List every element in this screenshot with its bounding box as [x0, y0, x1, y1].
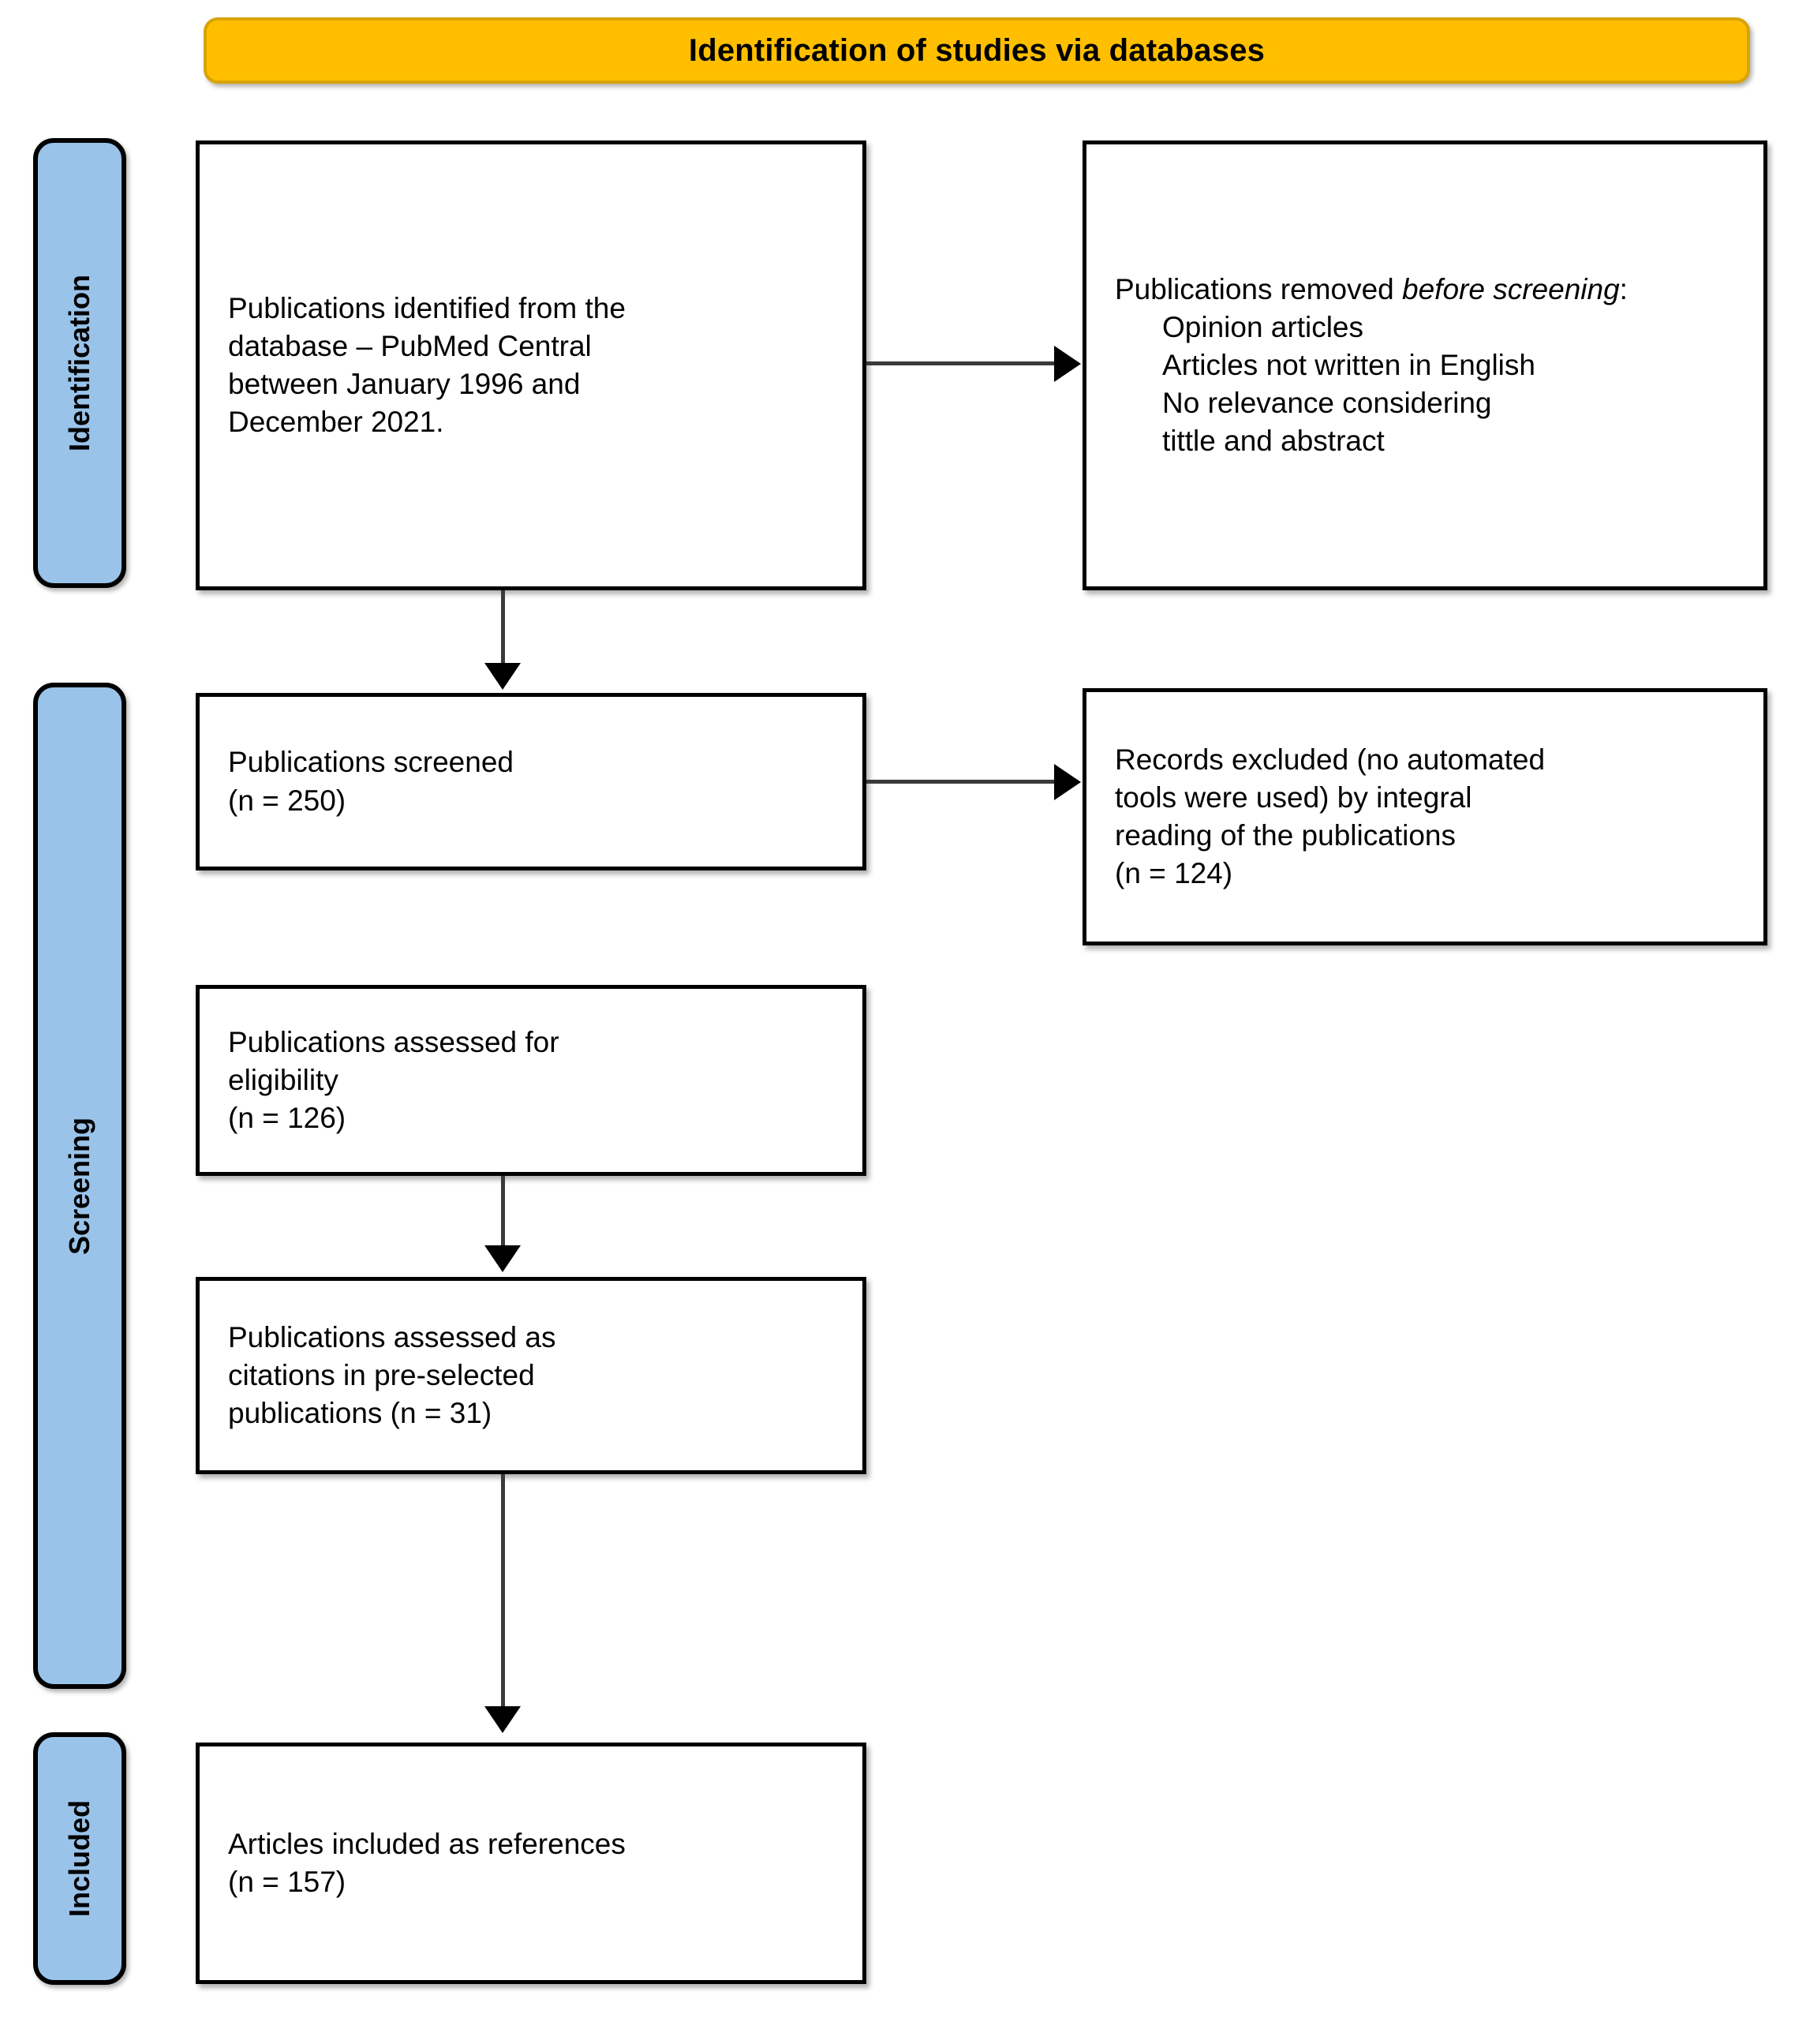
- box-identified-line-3: between January 1996 and: [228, 368, 581, 400]
- box-eligibility-line-1: Publications assessed for: [228, 1025, 559, 1058]
- box-excluded-line-3: reading of the publications: [1115, 819, 1456, 852]
- box-removed-intro: Publications removed before screening:: [1115, 271, 1735, 309]
- banner-identification-via-databases: Identification of studies via databases: [204, 17, 1750, 84]
- box-identified-line-4: December 2021.: [228, 406, 444, 439]
- box-eligibility-line-3: (n = 126): [228, 1102, 346, 1135]
- stage-label-included: Included: [33, 1732, 126, 1985]
- banner-title: Identification of studies via databases: [688, 32, 1266, 68]
- box-excluded-line-4: (n = 124): [1115, 857, 1233, 890]
- arrow-right-icon-identified-to-removed: [1054, 346, 1081, 382]
- connector-identified-to-removed: [866, 361, 1065, 365]
- connector-eligibility-to-citations: [501, 1176, 505, 1248]
- box-removed-intro-suffix: :: [1619, 272, 1628, 305]
- stage-label-included-text: Included: [63, 1799, 96, 1918]
- box-included-line-2: (n = 157): [228, 1866, 346, 1898]
- box-publications-assessed-for-eligibility: Publications assessed for eligibility (n…: [196, 985, 866, 1176]
- box-records-excluded: Records excluded (no automated tools wer…: [1083, 688, 1767, 945]
- box-identified-line-1: Publications identified from the: [228, 291, 626, 324]
- connector-screened-to-excluded: [866, 780, 1065, 784]
- box-publications-removed-before-screening: Publications removed before screening: O…: [1083, 140, 1767, 590]
- connector-identified-to-screened: [501, 590, 505, 668]
- box-publications-identified: Publications identified from the databas…: [196, 140, 866, 590]
- box-citations-line-3: publications (n = 31): [228, 1397, 492, 1430]
- arrow-right-icon-screened-to-excluded: [1054, 764, 1081, 800]
- arrow-down-icon-identified-to-screened: [484, 663, 521, 690]
- box-included-line-1: Articles included as references: [228, 1827, 626, 1860]
- box-removed-item-1: Opinion articles: [1162, 310, 1364, 343]
- arrow-down-icon-citations-to-included: [484, 1706, 521, 1733]
- box-removed-item-4: tittle and abstract: [1162, 425, 1385, 458]
- box-publications-screened: Publications screened (n = 250): [196, 693, 866, 870]
- box-removed-item-3: No relevance considering: [1162, 387, 1492, 420]
- box-eligibility-line-2: eligibility: [228, 1063, 338, 1096]
- stage-label-screening: Screening: [33, 683, 126, 1689]
- arrow-down-icon-eligibility-to-citations: [484, 1245, 521, 1272]
- box-excluded-line-1: Records excluded (no automated: [1115, 743, 1546, 776]
- box-screened-line-2: (n = 250): [228, 784, 346, 817]
- box-removed-intro-prefix: Publications removed: [1115, 272, 1403, 305]
- connector-citations-to-included: [501, 1474, 505, 1711]
- box-articles-included-as-references: Articles included as references (n = 157…: [196, 1743, 866, 1984]
- stage-label-identification-text: Identification: [63, 275, 95, 451]
- box-excluded-line-2: tools were used) by integral: [1115, 781, 1472, 814]
- stage-label-screening-text: Screening: [63, 1117, 95, 1255]
- box-identified-line-2: database – PubMed Central: [228, 329, 592, 362]
- box-screened-line-1: Publications screened: [228, 746, 514, 779]
- box-removed-item-2: Articles not written in English: [1162, 348, 1535, 381]
- box-citations-line-2: citations in pre-selected: [228, 1358, 535, 1391]
- stage-label-identification: Identification: [33, 138, 126, 588]
- box-citations-line-1: Publications assessed as: [228, 1320, 556, 1353]
- box-publications-assessed-as-citations: Publications assessed as citations in pr…: [196, 1277, 866, 1474]
- box-removed-intro-italic: before screening: [1402, 272, 1620, 305]
